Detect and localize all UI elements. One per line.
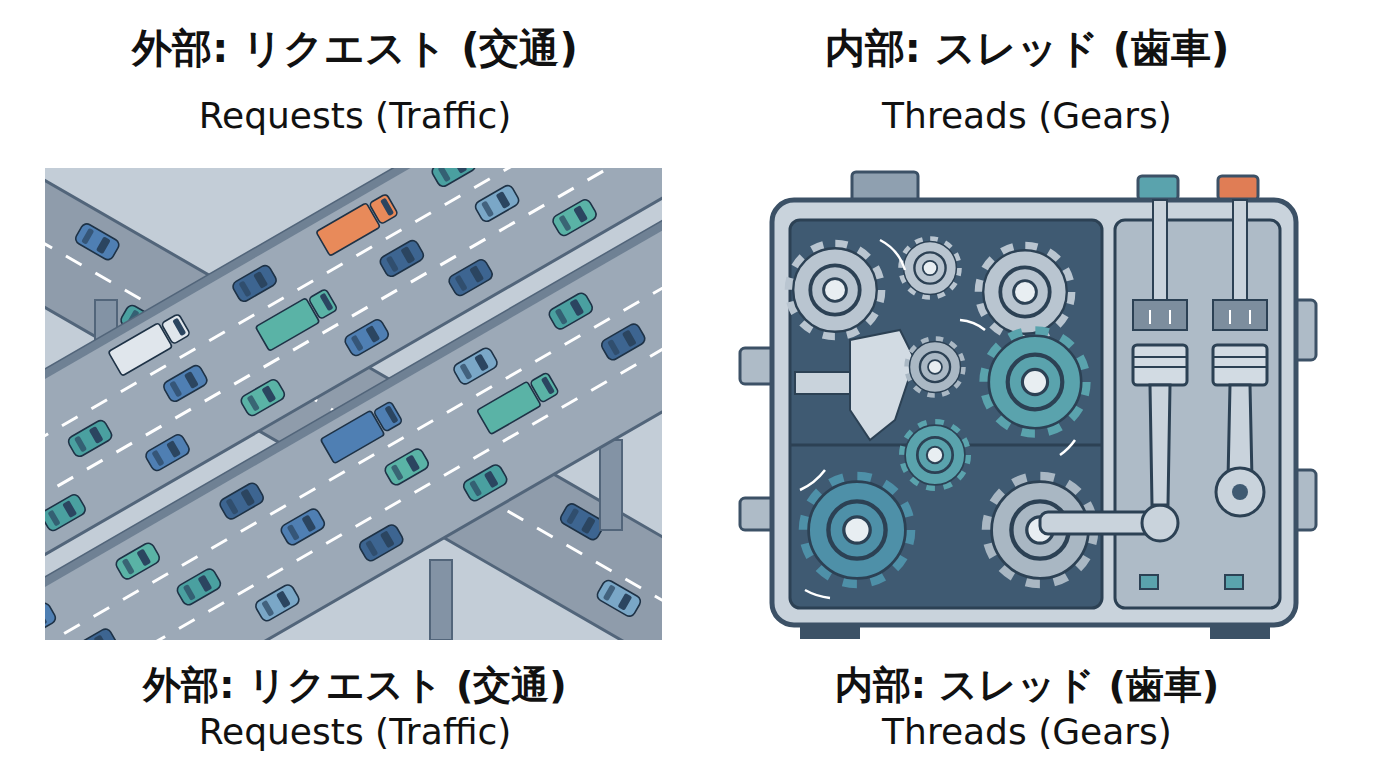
heading-ja: 内部: スレッド (歯車): [835, 664, 1219, 708]
heading-ja: 外部: リクエスト (交通): [132, 25, 577, 71]
heading-en: Threads (Gears): [882, 95, 1172, 136]
heading-en: Threads (Gears): [882, 711, 1172, 752]
heading-en: Requests (Traffic): [199, 711, 512, 752]
heading-ja: 外部: リクエスト (交通): [143, 664, 566, 708]
heading-en: Requests (Traffic): [199, 95, 512, 136]
heading-ja: 内部: スレッド (歯車): [825, 25, 1229, 71]
gear-machine-illustration: [740, 172, 1316, 639]
highway-illustration: [45, 168, 662, 640]
